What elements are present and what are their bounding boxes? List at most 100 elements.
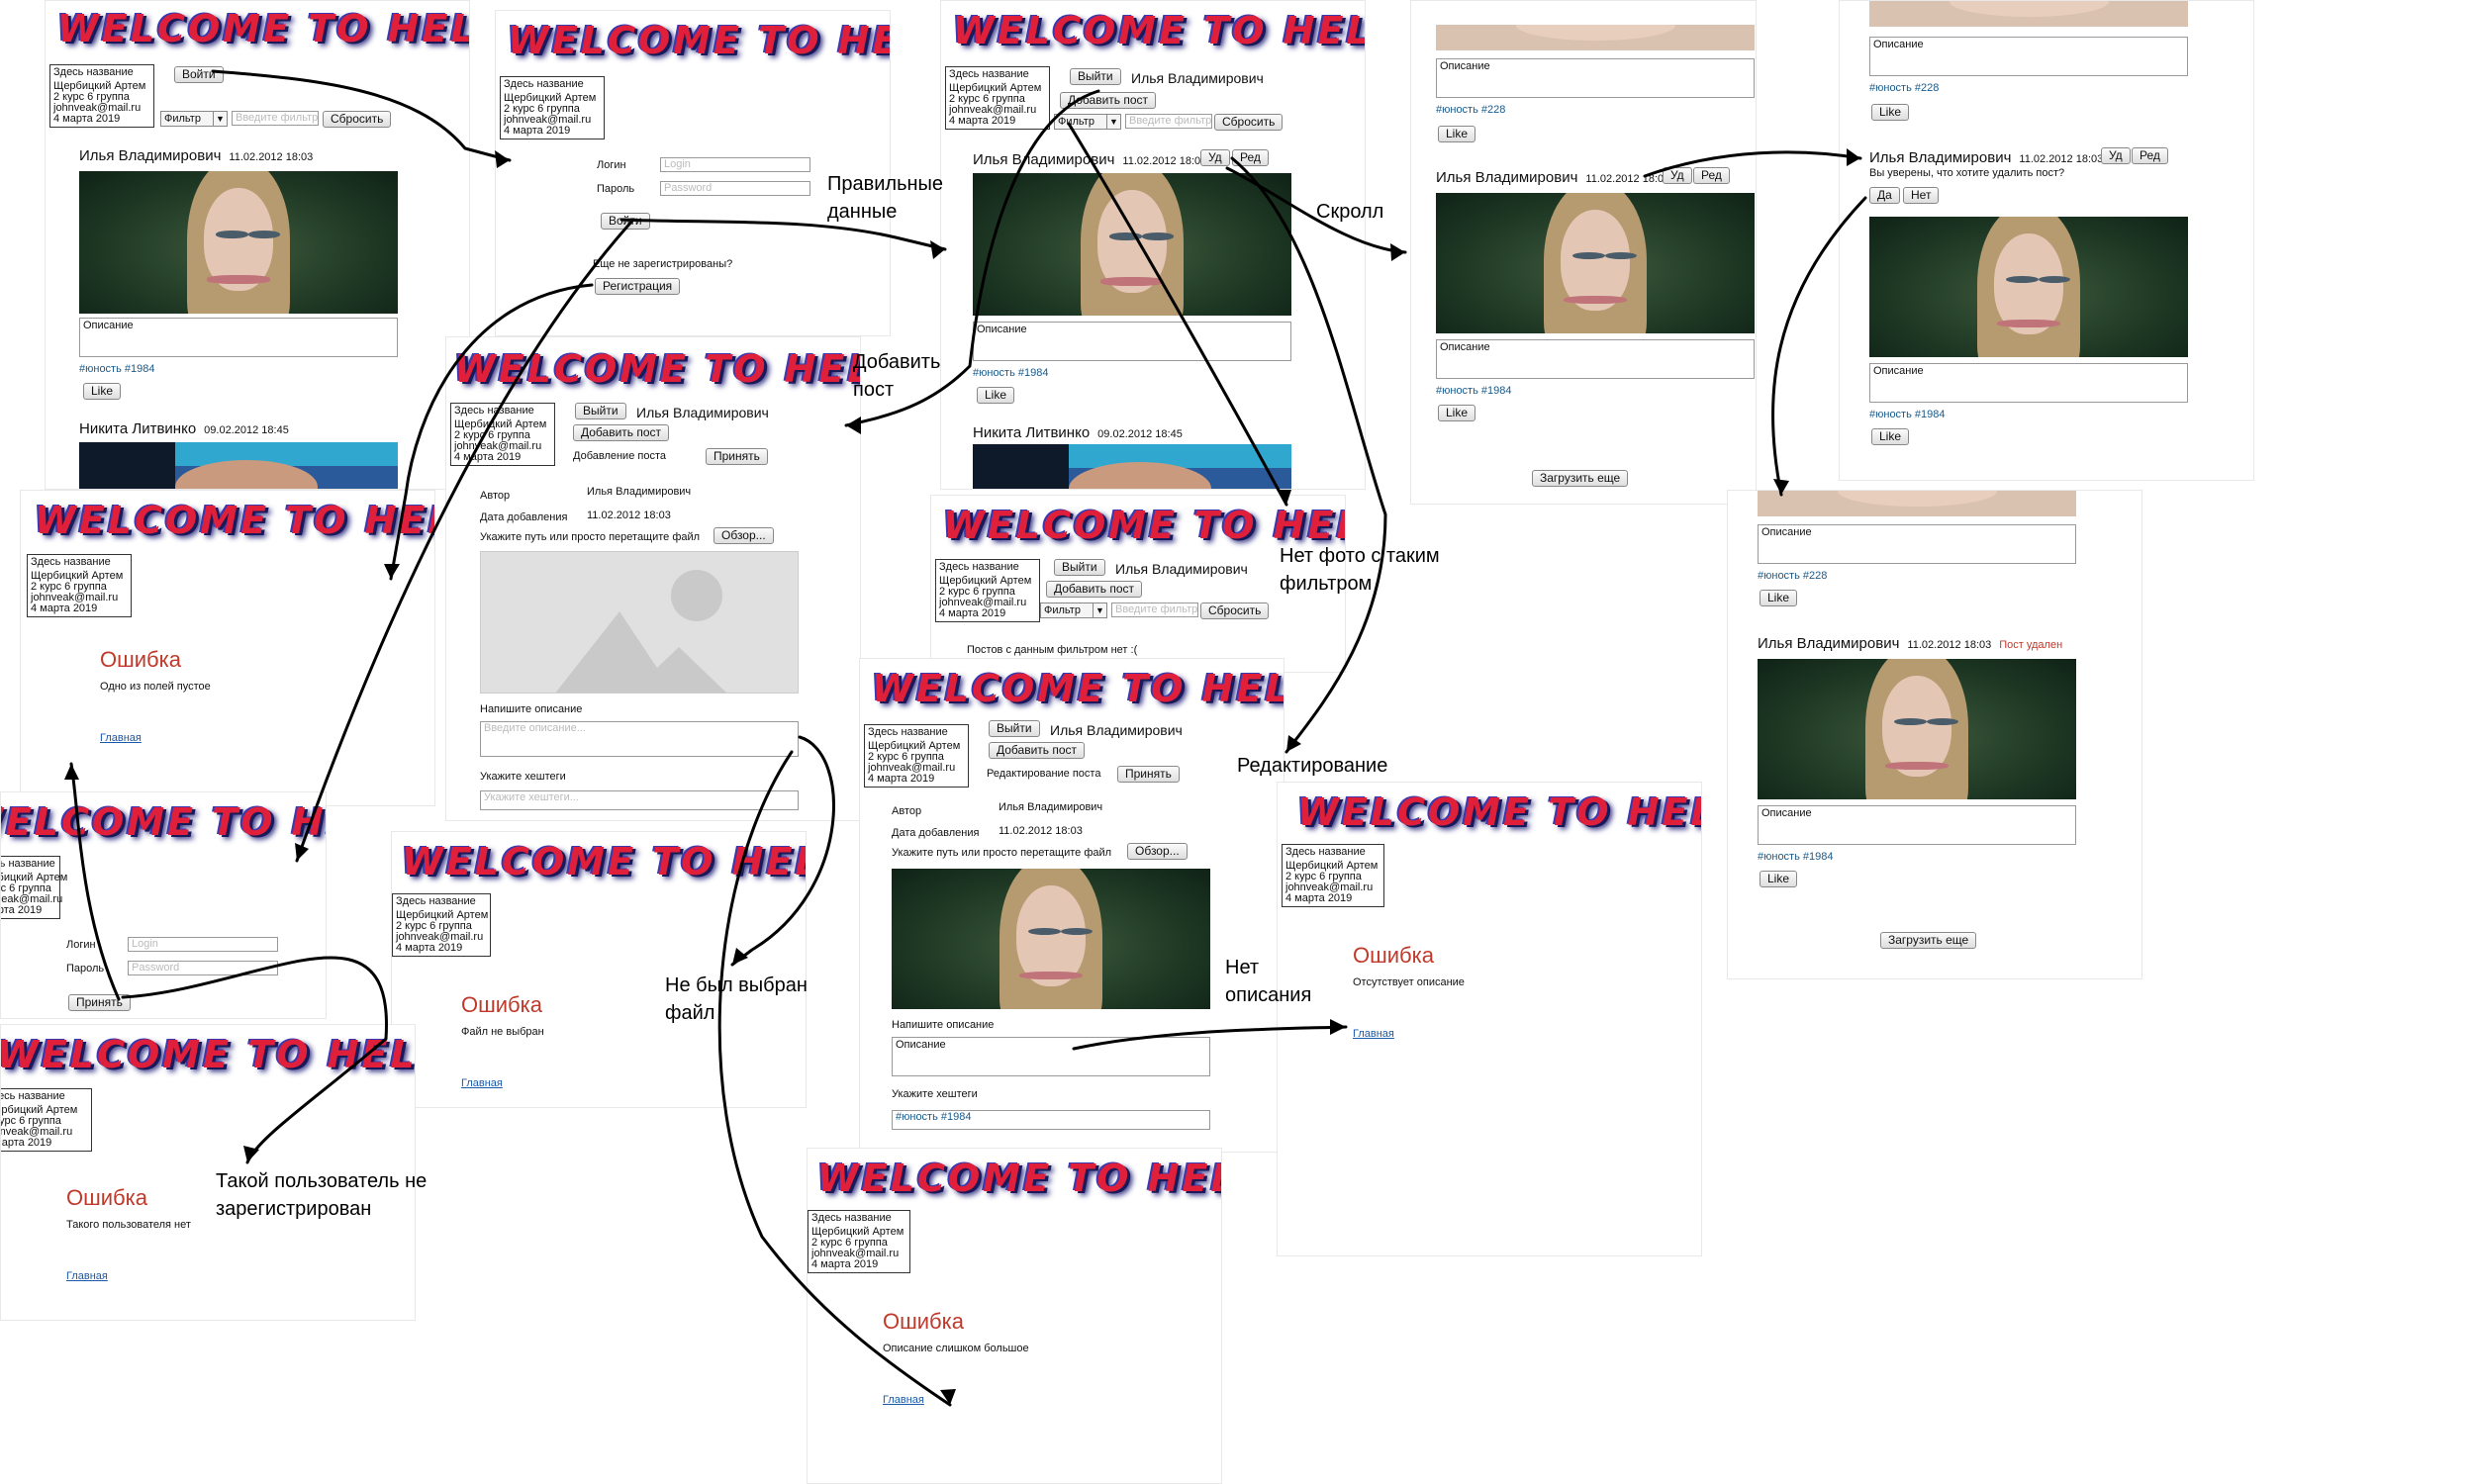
error-no-file-page: WELCOME TO HELL Здесь название Щербицкий…: [391, 831, 807, 1108]
yes-button[interactable]: Да: [1869, 187, 1900, 204]
post-tags[interactable]: #юность #228: [1869, 82, 1940, 94]
like-button[interactable]: Like: [1760, 871, 1798, 887]
label-editing: Редактирование: [1237, 755, 1388, 777]
like-button[interactable]: Like: [1438, 126, 1476, 142]
password-input[interactable]: Password: [128, 961, 278, 975]
edit-button[interactable]: Ред: [1232, 149, 1269, 166]
edit-button[interactable]: Ред: [1693, 167, 1730, 184]
like-button[interactable]: Like: [1760, 590, 1798, 606]
error-desc-long-page: WELCOME TO HELL Здесь название Щербицкий…: [807, 1148, 1222, 1484]
delete-button[interactable]: Уд: [2101, 147, 2131, 164]
post-tags[interactable]: #юность #1984: [1869, 409, 1946, 420]
filter-input[interactable]: Введите фильтр: [1111, 603, 1198, 617]
logo: WELCOME TO HELL: [0, 1033, 416, 1076]
post-photo: [1869, 217, 2188, 357]
post-tags[interactable]: #юность #1984: [1436, 385, 1512, 397]
login-input[interactable]: Login: [660, 157, 810, 172]
logout-button[interactable]: Выйти: [1070, 68, 1121, 85]
home-link[interactable]: Главная: [66, 1270, 108, 1282]
error-no-description-page: WELCOME TO HELL Здесь название Щербицкий…: [1277, 782, 1702, 1256]
error-title: Ошибка: [66, 1185, 147, 1210]
logo: WELCOME TO HELL: [57, 7, 470, 50]
logout-button[interactable]: Выйти: [575, 403, 626, 419]
home-link[interactable]: Главная: [1353, 1028, 1394, 1040]
tags-input[interactable]: Укажите хештеги...: [480, 790, 799, 810]
no-button[interactable]: Нет: [1903, 187, 1940, 204]
chevron-down-icon: ▼: [1106, 115, 1120, 129]
main-page-user: WELCOME TO HELL Здесь название Щербицкий…: [940, 0, 1366, 490]
browse-button[interactable]: Обзор...: [714, 527, 774, 544]
post-tags[interactable]: #юность #1984: [973, 367, 1049, 379]
password-input[interactable]: Password: [660, 181, 810, 196]
login-input[interactable]: Login: [128, 937, 278, 952]
reset-button[interactable]: Сбросить: [1214, 114, 1284, 131]
add-post-button[interactable]: Добавить пост: [573, 424, 670, 441]
accept-button[interactable]: Принять: [1117, 766, 1180, 783]
post-tags[interactable]: #юность #1984: [1758, 851, 1834, 863]
delete-button[interactable]: Уд: [1663, 167, 1692, 184]
post-tags[interactable]: #юность #228: [1758, 570, 1828, 582]
filter-select[interactable]: Фильтр▼: [160, 111, 228, 127]
like-button[interactable]: Like: [1871, 104, 1910, 121]
author-label: Автор: [892, 805, 922, 817]
password-label: Пароль: [66, 963, 105, 974]
logo: WELCOME TO HELL: [454, 347, 861, 391]
date-value: 11.02.2012 18:03: [999, 825, 1083, 837]
like-button[interactable]: Like: [83, 383, 122, 400]
filter-input[interactable]: Введите фильтр: [232, 111, 319, 126]
reset-button[interactable]: Сбросить: [323, 111, 392, 128]
edit-button[interactable]: Ред: [2132, 147, 2168, 164]
register-button[interactable]: Регистрация: [595, 278, 681, 295]
home-link[interactable]: Главная: [100, 732, 142, 744]
label-no-user: Такой пользователь не зарегистрирован: [216, 1170, 428, 1220]
username: Илья Владимирович: [1131, 70, 1264, 86]
home-link[interactable]: Главная: [883, 1394, 924, 1406]
confirm-text: Вы уверены, что хотите удалить пост?: [1869, 167, 2065, 179]
description-input[interactable]: Описание: [892, 1037, 1210, 1076]
post-tags[interactable]: #юность #228: [1436, 104, 1506, 116]
description-input[interactable]: Введите описание...: [480, 721, 799, 757]
error-title: Ошибка: [461, 992, 542, 1017]
author-value: Илья Владимирович: [999, 801, 1103, 813]
add-post-button[interactable]: Добавить пост: [1046, 581, 1143, 598]
home-link[interactable]: Главная: [461, 1077, 503, 1089]
login-button[interactable]: Войти: [601, 213, 650, 230]
logo: WELCOME TO HELL: [1, 800, 327, 844]
add-post-page: WELCOME TO HELL Здесь название Щербицкий…: [445, 336, 861, 821]
add-post-button[interactable]: Добавить пост: [989, 742, 1086, 759]
image-placeholder[interactable]: [480, 551, 799, 694]
filter-select[interactable]: Фильтр▼: [1040, 603, 1107, 618]
login-button[interactable]: Войти: [174, 66, 224, 83]
filter-input[interactable]: Введите фильтр: [1125, 114, 1212, 129]
browse-button[interactable]: Обзор...: [1127, 843, 1188, 860]
reset-button[interactable]: Сбросить: [1200, 603, 1270, 619]
accept-button[interactable]: Принять: [68, 994, 131, 1011]
accept-button[interactable]: Принять: [706, 448, 768, 465]
filter-select[interactable]: Фильтр▼: [1054, 114, 1121, 130]
like-button[interactable]: Like: [977, 387, 1015, 404]
logo: WELCOME TO HELL: [817, 1157, 1222, 1200]
post-photo: [79, 171, 398, 314]
post-photo: [973, 444, 1291, 489]
delete-button[interactable]: Уд: [1200, 149, 1230, 166]
add-post-button[interactable]: Добавить пост: [1060, 92, 1157, 109]
tags-input[interactable]: #юность #1984: [892, 1110, 1210, 1130]
like-button[interactable]: Like: [1438, 405, 1476, 421]
post-tags[interactable]: #юность #1984: [79, 363, 155, 375]
logo: WELCOME TO HELL: [943, 504, 1346, 547]
logout-button[interactable]: Выйти: [1054, 559, 1105, 576]
like-button[interactable]: Like: [1871, 428, 1910, 445]
image-icon: [555, 570, 726, 693]
chevron-down-icon: ▼: [213, 112, 227, 126]
logout-button[interactable]: Выйти: [989, 720, 1040, 737]
error-message: Описание слишком большое: [883, 1343, 1029, 1354]
load-more-button[interactable]: Загрузить еще: [1532, 470, 1629, 487]
load-more-button[interactable]: Загрузить еще: [1880, 932, 1977, 949]
